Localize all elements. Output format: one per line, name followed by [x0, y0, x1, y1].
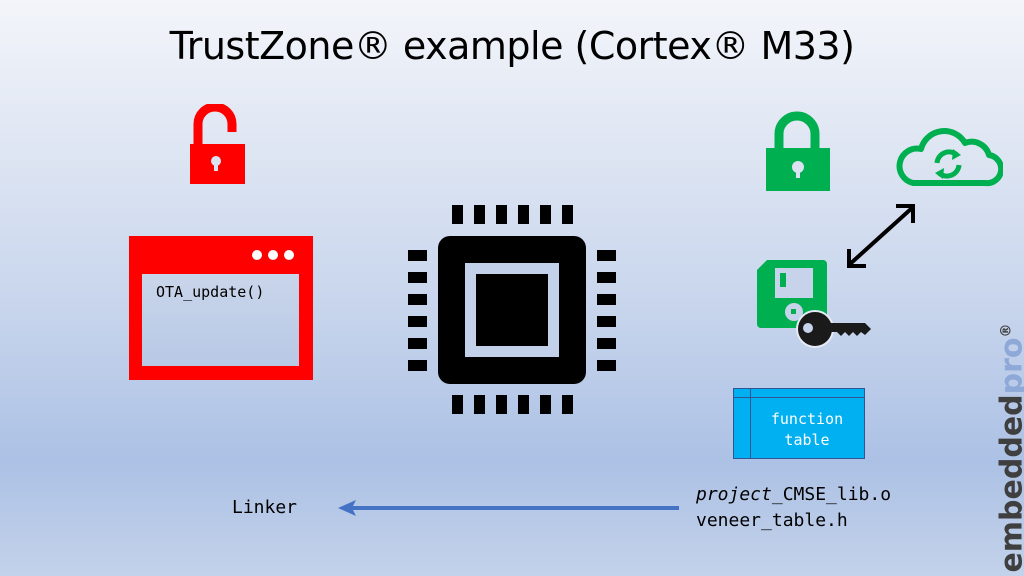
generated-files: project_CMSE_lib.o veneer_table.h [696, 482, 891, 534]
function-table-icon: function table [733, 388, 865, 459]
brand-part2: pro [994, 337, 1024, 395]
locked-padlock-icon [766, 111, 830, 191]
unlocked-padlock-icon [190, 104, 245, 184]
embeddedpro-logo: embeddedpro® [995, 323, 1024, 572]
cpu-chip-icon [408, 205, 616, 414]
brand-part1: embedded [994, 394, 1024, 573]
function-table-line1: function [770, 410, 844, 428]
function-table-line2: table [784, 431, 830, 449]
double-arrow-icon [847, 204, 915, 268]
registered-mark: ® [998, 323, 1015, 338]
project-placeholder: project [696, 484, 772, 505]
cloud-sync-icon [896, 128, 1003, 187]
cmse-lib-suffix: _CMSE_lib.o [771, 484, 892, 505]
table-header-line [734, 397, 864, 398]
linker-label: Linker [232, 497, 298, 518]
veneer-table-file: veneer_table.h [696, 510, 848, 531]
left-arrow-icon [338, 500, 679, 516]
ota-update-function: OTA_update() [156, 283, 265, 301]
window-dot [252, 250, 262, 260]
cmse-lib-file: project_CMSE_lib.o [696, 482, 891, 508]
slide-title: TrustZone® example (Cortex® M33) [169, 24, 855, 68]
window-dot [284, 250, 294, 260]
key-icon [796, 310, 871, 348]
window-content [142, 274, 299, 366]
table-column-line [750, 389, 751, 458]
window-dot [268, 250, 278, 260]
function-table-label: function table [750, 409, 864, 451]
